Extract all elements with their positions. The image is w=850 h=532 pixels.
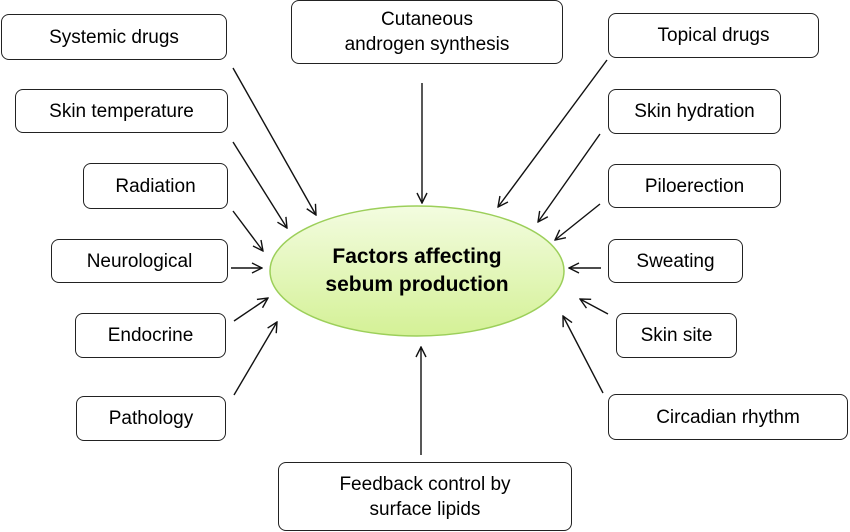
- factor-radiation: Radiation: [83, 163, 228, 209]
- factor-label: Pathology: [108, 408, 194, 429]
- factor-skin-hydration: Skin hydration: [608, 89, 781, 134]
- factor-label: Systemic drugs: [49, 26, 179, 48]
- factor-label: Circadian rhythm: [656, 406, 800, 428]
- factor-skin-temperature: Skin temperature: [15, 89, 228, 133]
- factor-neurological: Neurological: [51, 239, 228, 283]
- factor-label: Topical drugs: [657, 25, 770, 46]
- arrow-endocrine: [233, 298, 268, 322]
- factor-cutaneous-androgen-synthesis: Cutaneous androgen synthesis: [291, 0, 563, 64]
- arrow-skin-temperature: [232, 141, 287, 228]
- factor-sweating: Sweating: [608, 239, 743, 283]
- arrow-radiation: [232, 210, 263, 251]
- arrow-systemic-drugs: [232, 67, 316, 215]
- arrow-circadian-rhythm: [563, 316, 604, 394]
- factor-label: Sweating: [636, 250, 715, 272]
- factor-label-line1: Cutaneous: [381, 9, 473, 30]
- factor-label-line2: surface lipids: [369, 498, 481, 520]
- factor-piloerection: Piloerection: [608, 164, 781, 208]
- center-ellipse: [269, 205, 565, 337]
- factor-label: Skin site: [640, 325, 713, 346]
- factor-label: Skin temperature: [49, 100, 194, 122]
- factor-label: Radiation: [115, 175, 196, 197]
- arrow-topical-drugs: [498, 59, 608, 207]
- factor-label: Piloerection: [644, 175, 745, 197]
- arrow-skin-hydration: [538, 133, 601, 222]
- factor-pathology: Pathology: [76, 396, 226, 441]
- arrow-pathology: [233, 322, 277, 396]
- factor-label: Endocrine: [107, 325, 194, 346]
- factor-circadian-rhythm: Circadian rhythm: [608, 394, 848, 440]
- factor-label: Neurological: [86, 250, 193, 272]
- factor-label-line1: Feedback control by: [339, 473, 511, 495]
- factor-label: Skin hydration: [634, 101, 755, 122]
- factor-skin-site: Skin site: [616, 313, 737, 358]
- arrow-piloerection: [555, 203, 601, 240]
- factor-feedback-control: Feedback control by surface lipids: [278, 462, 572, 531]
- factor-label-line2: androgen synthesis: [344, 34, 510, 55]
- factor-systemic-drugs: Systemic drugs: [1, 14, 227, 60]
- factor-endocrine: Endocrine: [75, 313, 226, 358]
- arrow-skin-site: [580, 299, 609, 315]
- factor-topical-drugs: Topical drugs: [608, 13, 819, 58]
